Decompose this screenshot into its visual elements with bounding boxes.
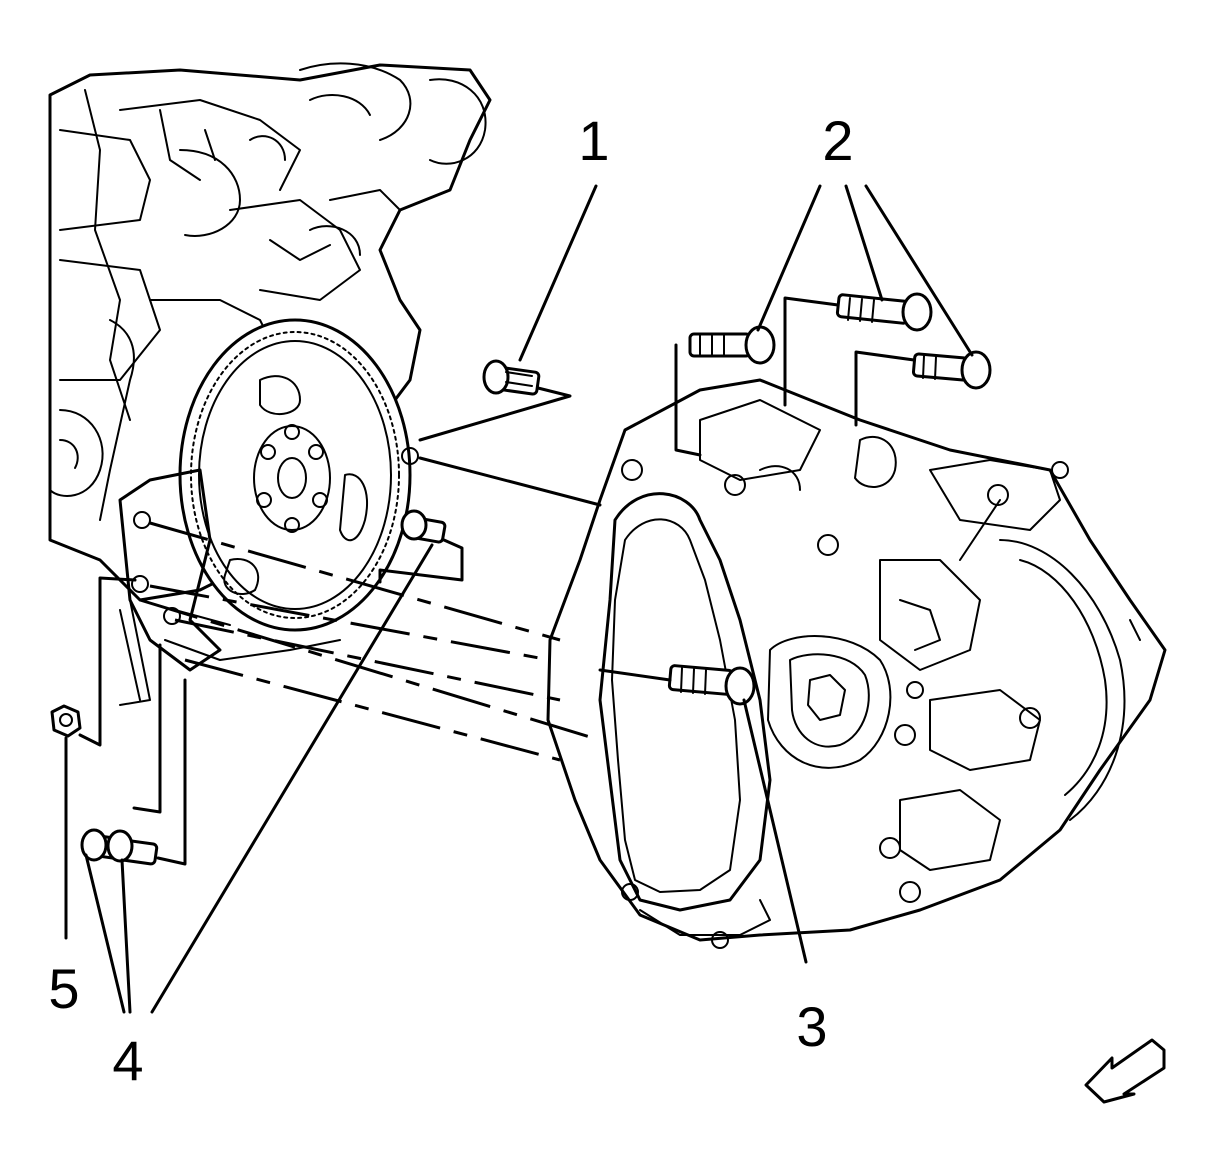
nut-5 [50, 704, 82, 738]
bolt-2-a [688, 325, 776, 365]
bolt-4-upper [400, 509, 447, 544]
callout-1: 1 [578, 109, 609, 172]
transmission [546, 378, 1167, 949]
engine-rear-plate [118, 447, 419, 706]
view-direction-arrow-icon [1084, 1038, 1166, 1104]
bolt-2-b [835, 292, 933, 332]
leader-lines [64, 184, 974, 1014]
bolt-4-lower-b [106, 829, 159, 866]
callout-4: 4 [112, 1029, 143, 1092]
flywheel [178, 318, 412, 632]
callout-5: 5 [48, 957, 79, 1020]
bolt-3 [667, 664, 756, 706]
callout-2: 2 [822, 109, 853, 172]
callout-3: 3 [796, 995, 827, 1058]
alignment-lines [78, 296, 916, 866]
bolt-1 [482, 359, 541, 396]
bolt-2-c [911, 350, 992, 390]
